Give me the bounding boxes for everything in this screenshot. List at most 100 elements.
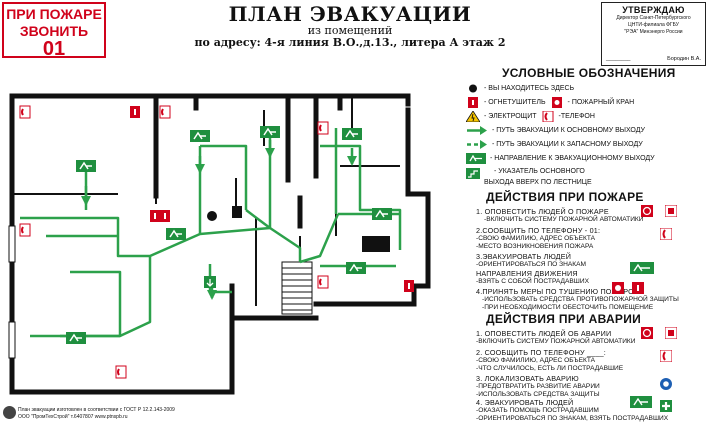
fire-step-4: 4.ПРИНЯТЬ МЕРЫ ПО ТУШЕНИЮ ПОЖАРОВ -ИСПОЛ… (476, 287, 679, 312)
footer-line1: План эвакуации изготовлен в соответствии… (18, 407, 175, 413)
accident-step-2-text-a: -СВОЮ ФАМИЛИЮ, АДРЕС ОБЪЕКТА (476, 357, 596, 364)
legend-exit-direction: - НАПРАВЛЕНИЕ К ЭВАКУАЦИОННОМУ ВЫХОДУ (466, 152, 655, 165)
fire-step-2-heading: 2.СООБЩИТЬ ПО ТЕЛЕФОНУ - 01: (476, 226, 601, 235)
spare-route-arrow-icon (466, 139, 488, 150)
windows (8, 225, 16, 359)
fire-step-3-text-c: -ВЗЯТЬ С СОБОЙ ПОСТРАДАВШИХ (476, 278, 589, 285)
fire-hydrant-icon (612, 282, 624, 294)
main-route-arrow-icon (466, 125, 488, 136)
walls (9, 93, 431, 395)
staircase (281, 261, 313, 315)
fire-step-4-text-a: -ИСПОЛЬЗОВАТЬ СРЕДСТВА ПРОТИВОПОЖАРНОЙ З… (482, 296, 679, 303)
fire-step-2-text-a: -СВОЮ ФАМИЛИЮ, АДРЕС ОБЪЕКТА (476, 235, 596, 242)
alarm-icon (641, 205, 653, 217)
legend-extinguisher-hydrant: - ОГНЕТУШИТЕЛЬ - ПОЖАРНЫЙ КРАН (466, 96, 634, 109)
legend-electrical-label: - ЭЛЕКТРОЩИТ (484, 113, 537, 120)
accident-step-4: 4. ЭВАКУИРОВАТЬ ЛЮДЕЙ -ОКАЗАТЬ ПОМОЩЬ ПО… (476, 398, 668, 423)
fire-hydrant-icon (550, 97, 564, 108)
fire-step-3-heading: 3.ЭВАКУИРОВАТЬ ЛЮДЕЙ (476, 252, 572, 261)
exit-sign-icon (466, 153, 486, 164)
extinguisher-icon (466, 97, 480, 108)
legend-exit-direction-label: - НАПРАВЛЕНИЕ К ЭВАКУАЦИОННОМУ ВЫХОДУ (490, 155, 655, 162)
extinguisher-icon (632, 282, 644, 294)
accident-step-3-text-a: -ПРЕДОТВРАТИТЬ РАЗВИТИЕ АВАРИИ (476, 383, 600, 390)
electrical-cabinet (362, 236, 390, 252)
fire-step-4-text-b: -ПРИ НЕОБХОДИМОСТИ ОБЕСТОЧИТЬ ПОМЕЩЕНИЕ (482, 304, 654, 311)
accident-step-3: 3. ЛОКАЛИЗОВАТЬ АВАРИЮ -ПРЕДОТВРАТИТЬ РА… (476, 374, 600, 399)
accident-actions-title: ДЕЙСТВИЯ ПРИ АВАРИИ (486, 312, 642, 326)
stairs-up-icon (466, 168, 480, 179)
phone-icon (660, 350, 672, 362)
accident-step-4-text-a: -ОКАЗАТЬ ПОМОЩЬ ПОСТРАДАВШИМ (476, 407, 599, 414)
page-title: ПЛАН ЭВАКУАЦИИ (228, 2, 472, 26)
fire-step-2-text-b: -МЕСТО ВОЗНИКНОВЕНИЯ ПОЖАРА (476, 243, 594, 250)
legend-you-are-here-label: - ВЫ НАХОДИТЕСЬ ЗДЕСЬ (484, 85, 575, 92)
fire-call-line1: ПРИ ПОЖАРЕ (6, 6, 102, 22)
accident-step-2-heading: 2. СООБЩИТЬ ПО ТЕЛЕФОНУ ____: (476, 348, 606, 357)
legend-spare-route-label: - ПУТЬ ЭВАКУАЦИИ К ЗАПАСНОМУ ВЫХОДУ (492, 141, 643, 148)
legend-phone-label: -ТЕЛЕФОН (558, 113, 595, 120)
fire-step-2: 2.СООБЩИТЬ ПО ТЕЛЕФОНУ - 01: -СВОЮ ФАМИЛ… (476, 226, 600, 251)
legend-main-route: - ПУТЬ ЭВАКУАЦИИ К ОСНОВНОМУ ВЫХОДУ (466, 124, 645, 137)
protective-equipment-icon (660, 378, 672, 390)
legend-stairs-up-label-2: ВЫХОДА ВВЕРХ ПО ЛЕСТНИЦЕ (484, 179, 592, 186)
approval-line2: ЦНТИ-филиала ФГБУ (628, 22, 679, 28)
legend-title: УСЛОВНЫЕ ОБОЗНАЧЕНИЯ (502, 66, 676, 80)
phone-icons (19, 105, 329, 379)
manufacturer-logo (3, 406, 16, 419)
evacuation-routes (20, 128, 402, 338)
legend-electrical-phone: - ЭЛЕКТРОЩИТ -ТЕЛЕФОН (466, 110, 595, 123)
approval-heading: УТВЕРЖДАЮ (622, 5, 685, 15)
accident-step-2-text-b: -ЧТО СЛУЧИЛОСЬ, ЕСТЬ ЛИ ПОСТРАДАВШИЕ (476, 365, 624, 372)
thin-walls (12, 98, 400, 306)
fire-call-box: ПРИ ПОЖАРЕ ЗВОНИТЬ 01 (2, 2, 106, 60)
accident-step-2: 2. СООБЩИТЬ ПО ТЕЛЕФОНУ ____: -СВОЮ ФАМИ… (476, 348, 623, 373)
approval-signature-line: ________Бородин В.А. (606, 56, 701, 62)
fire-step-4-heading: 4.ПРИНЯТЬ МЕРЫ ПО ТУШЕНИЮ ПОЖАРОВ (476, 287, 639, 296)
footer-line2: ООО "ПромТехСтрой" т.6407807 www.ptnspb.… (18, 414, 128, 420)
accident-step-1: 1. ОПОВЕСТИТЬ ЛЮДЕЙ ОБ АВАРИИ -ВКЛЮЧИТЬ … (476, 329, 636, 346)
electrical-hazard-icon (466, 111, 480, 122)
accident-step-3-text-b: -ИСПОЛЬЗОВАТЬ СРЕДСТВА ЗАЩИТЫ (476, 391, 600, 398)
floor-plan (8, 93, 431, 395)
first-aid-icon (660, 400, 672, 412)
fire-actions-title: ДЕЙСТВИЯ ПРИ ПОЖАРЕ (486, 190, 644, 204)
fire-step-3: 3.ЭВАКУИРОВАТЬ ЛЮДЕЙ -ОРИЕНТИРОВАТЬСЯ ПО… (476, 252, 589, 286)
fire-step-1: 1. ОПОВЕСТИТЬ ЛЮДЕЙ О ПОЖАРЕ -ВКЛЮЧИТЬ С… (476, 207, 644, 224)
legend-stairs-up: - УКАЗАТЕЛЬ ОСНОВНОГО ВЫХОДА ВВЕРХ ПО ЛЕ… (466, 166, 592, 192)
page-address: по адресу: 4-я линия В.О.,д.13., литера … (194, 36, 506, 49)
phone-icon (660, 228, 672, 240)
alarm-button-icon (665, 327, 677, 339)
accident-step-4-text-b: -ОРИЕНТИРОВАТЬСЯ ПО ЗНАКАМ, ВЗЯТЬ ПОСТРА… (476, 415, 669, 422)
approval-line3: "РЭА" Минэнерго России (624, 29, 683, 35)
approval-line1: Директор Санкт-Петербургского (616, 15, 691, 21)
phone-icon (541, 111, 555, 122)
exit-signs (66, 126, 392, 344)
you-are-here-marker (207, 211, 217, 221)
accident-step-1-text-a: -ВКЛЮЧИТЬ СИСТЕМУ ПОЖАРНОЙ АВТОМАТИКИ (476, 338, 636, 345)
accident-step-1-heading: 1. ОПОВЕСТИТЬ ЛЮДЕЙ ОБ АВАРИИ (476, 329, 612, 338)
legend-hydrant-label: - ПОЖАРНЫЙ КРАН (567, 99, 635, 106)
dot-icon (466, 83, 480, 94)
accident-step-4-heading: 4. ЭВАКУИРОВАТЬ ЛЮДЕЙ (476, 398, 574, 407)
legend-spare-route: - ПУТЬ ЭВАКУАЦИИ К ЗАПАСНОМУ ВЫХОДУ (466, 138, 643, 151)
legend-you-are-here: - ВЫ НАХОДИТЕСЬ ЗДЕСЬ (466, 82, 574, 95)
approval-box: УТВЕРЖДАЮ Директор Санкт-Петербургского … (601, 2, 706, 66)
fire-step-3-text-b: НАПРАВЛЕНИЯ ДВИЖЕНИЯ (476, 269, 578, 278)
exit-sign-icon (630, 262, 654, 274)
page-subtitle: из помещений (307, 24, 393, 37)
accident-step-3-heading: 3. ЛОКАЛИЗОВАТЬ АВАРИЮ (476, 374, 579, 383)
legend-stairs-up-label-1: - УКАЗАТЕЛЬ ОСНОВНОГО (494, 168, 585, 175)
approval-signature: Бородин В.А. (667, 56, 701, 62)
alarm-icon (641, 327, 653, 339)
fire-step-3-text-a: -ОРИЕНТИРОВАТЬСЯ ПО ЗНАКАМ (476, 261, 586, 268)
extinguisher-icons (130, 106, 414, 292)
legend-main-route-label: - ПУТЬ ЭВАКУАЦИИ К ОСНОВНОМУ ВЫХОДУ (492, 127, 645, 134)
fire-call-number: 01 (42, 38, 66, 60)
alarm-button-icon (665, 205, 677, 217)
exit-sign-icon (630, 396, 652, 408)
footer: План эвакуации изготовлен в соответствии… (18, 407, 175, 421)
fire-step-1-heading: 1. ОПОВЕСТИТЬ ЛЮДЕЙ О ПОЖАРЕ (476, 207, 609, 216)
legend-extinguisher-label: - ОГНЕТУШИТЕЛЬ (484, 99, 546, 106)
fire-call-line2: ЗВОНИТЬ (19, 23, 89, 39)
